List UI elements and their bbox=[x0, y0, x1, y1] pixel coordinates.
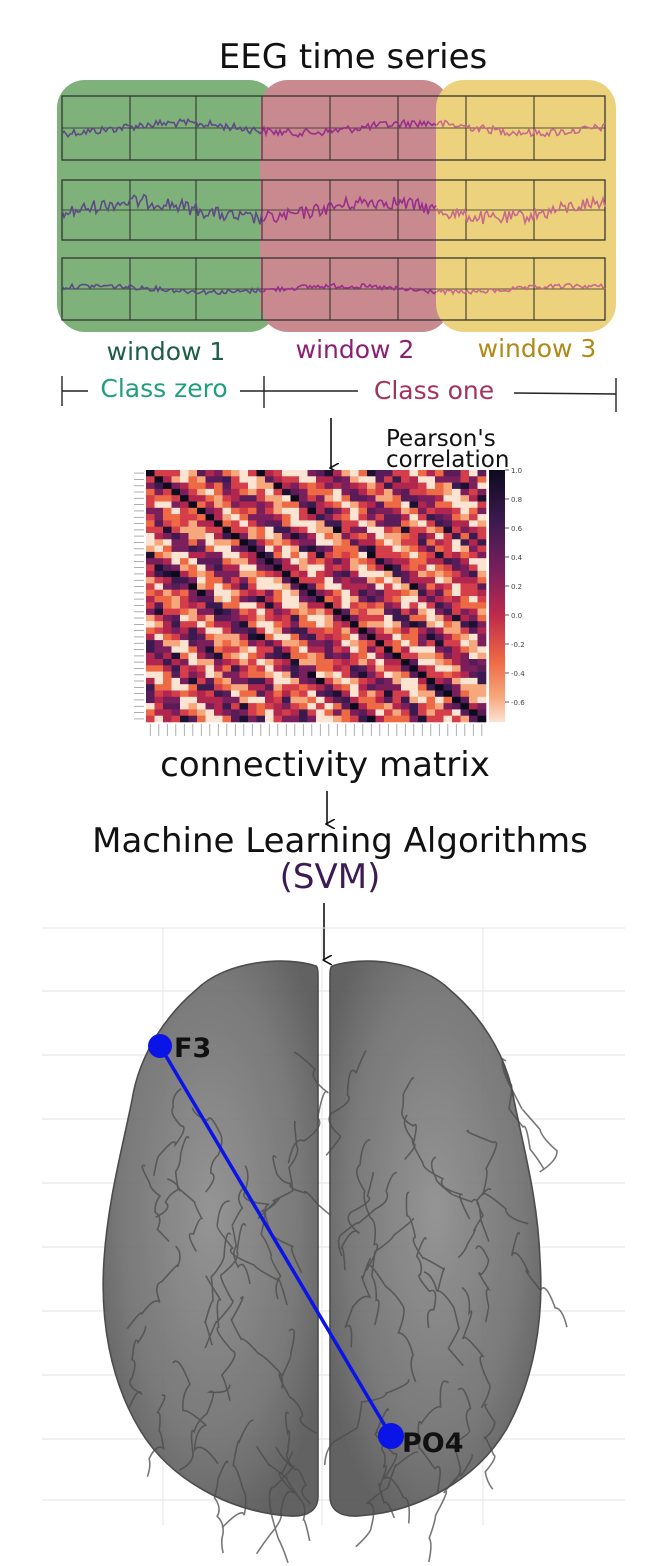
left-hemisphere bbox=[102, 960, 319, 1517]
colorbar bbox=[489, 470, 505, 722]
window-1-region bbox=[57, 80, 277, 332]
window-3-label: window 3 bbox=[478, 334, 597, 363]
eeg-channel-1 bbox=[61, 95, 606, 161]
class-one-right-line bbox=[513, 392, 617, 395]
window-1-label: window 1 bbox=[107, 337, 226, 366]
colorbar-tick-label: 1.0 bbox=[511, 467, 522, 475]
brain-gyri bbox=[126, 1050, 568, 1563]
colorbar-title-line1: Pearson's bbox=[386, 426, 496, 452]
eeg-windows bbox=[57, 80, 616, 332]
window-labels: window 1 window 2 window 3 bbox=[107, 334, 597, 366]
class-brackets bbox=[61, 376, 617, 412]
class-zero-label: Class zero bbox=[100, 374, 227, 403]
colorbar-ticks: 1.0 0.8 0.6 0.4 0.2 0.0 -0.2 -0.4 -0.6 bbox=[505, 467, 525, 707]
eeg-channel-2 bbox=[61, 179, 606, 241]
colorbar-tick-label: 0.4 bbox=[511, 554, 523, 562]
window-3-region bbox=[436, 80, 616, 332]
colorbar-tick-label: 0.0 bbox=[511, 612, 522, 620]
node-po4 bbox=[378, 1423, 404, 1449]
ml-subtitle: (SVM) bbox=[280, 857, 381, 897]
colorbar-tick-label: -0.4 bbox=[511, 670, 525, 678]
eeg-channel-panels bbox=[61, 95, 606, 321]
right-hemisphere bbox=[329, 960, 542, 1517]
node-f3-label: F3 bbox=[174, 1033, 211, 1064]
eeg-title: EEG time series bbox=[219, 37, 487, 77]
connection-edge-f3-po4 bbox=[158, 1045, 393, 1437]
heatmap-channel-tick-labels bbox=[134, 472, 483, 736]
colorbar-tick-label: -0.6 bbox=[511, 699, 525, 707]
window-2-label: window 2 bbox=[296, 335, 415, 364]
node-f3 bbox=[148, 1034, 172, 1058]
colorbar-tick-label: -0.2 bbox=[511, 641, 525, 649]
correlation-heatmap bbox=[146, 470, 487, 723]
class-one-label: Class one bbox=[374, 376, 494, 405]
eeg-channel-3 bbox=[61, 257, 606, 321]
colorbar-tick-label: 0.2 bbox=[511, 583, 522, 591]
colorbar-title-line2: correlation bbox=[386, 447, 509, 473]
node-po4-label: PO4 bbox=[402, 1428, 464, 1459]
matrix-caption: connectivity matrix bbox=[160, 745, 490, 785]
ml-title: Machine Learning Algorithms bbox=[92, 821, 588, 861]
brain-surface bbox=[102, 960, 568, 1563]
colorbar-tick-label: 0.8 bbox=[511, 496, 522, 504]
colorbar-tick-label: 0.6 bbox=[511, 525, 523, 533]
